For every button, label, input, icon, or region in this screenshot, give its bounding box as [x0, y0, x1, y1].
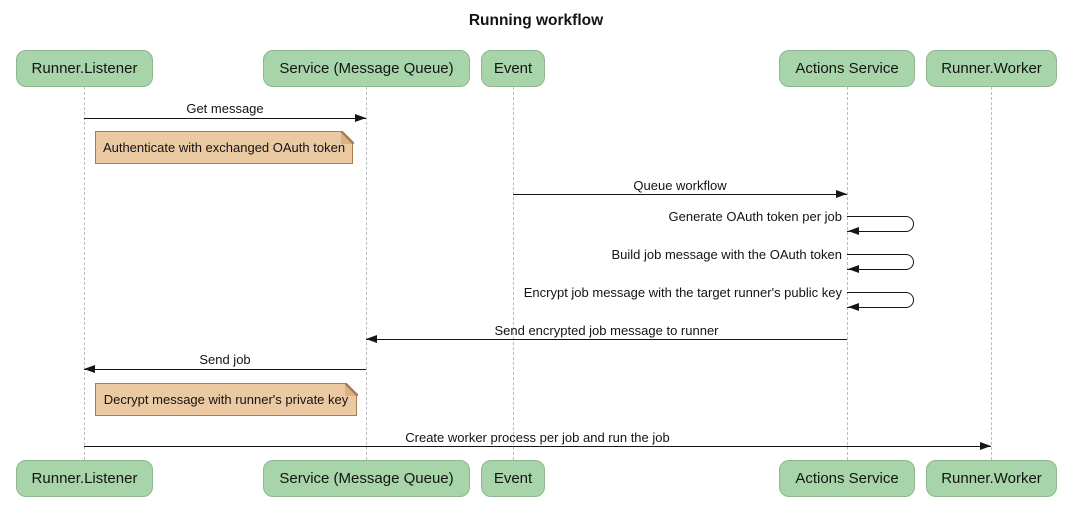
- participant-event-top: Event: [481, 50, 545, 87]
- arrowhead-left-icon: [848, 227, 859, 235]
- lifeline-service-message-queue: [366, 87, 367, 460]
- lifeline-runner-worker: [990, 87, 992, 460]
- arrowhead-left-icon: [848, 303, 859, 311]
- self-loop-icon: [847, 216, 914, 232]
- participant-runner-listener-top: Runner.Listener: [16, 50, 153, 87]
- participant-runner-worker-top: Runner.Worker: [926, 50, 1057, 87]
- message-label-create-worker: Create worker process per job and run th…: [405, 430, 670, 445]
- arrowhead-right-icon: [355, 114, 366, 122]
- participant-service-message-queue-bottom: Service (Message Queue): [263, 460, 470, 497]
- arrowhead-right-icon: [836, 190, 847, 198]
- note-fold-icon: [344, 382, 358, 396]
- message-label-get-message: Get message: [186, 101, 264, 116]
- message-line-create-worker: [84, 446, 991, 447]
- participant-actions-service-top: Actions Service: [779, 50, 915, 87]
- message-label-send-encrypted: Send encrypted job message to runner: [494, 323, 719, 338]
- participant-event-bottom: Event: [481, 460, 545, 497]
- message-label-generate-oauth-token: Generate OAuth token per job: [668, 209, 842, 224]
- arrowhead-left-icon: [366, 335, 377, 343]
- lifeline-event: [512, 87, 514, 460]
- participant-runner-worker-bottom: Runner.Worker: [926, 460, 1057, 497]
- message-line-queue-workflow: [513, 194, 847, 195]
- message-label-encrypt-job-message: Encrypt job message with the target runn…: [523, 285, 842, 300]
- note-label: Authenticate with exchanged OAuth token: [102, 140, 346, 155]
- arrowhead-left-icon: [848, 265, 859, 273]
- participant-runner-listener-bottom: Runner.Listener: [16, 460, 153, 497]
- diagram-title: Running workflow: [468, 12, 604, 29]
- message-line-send-encrypted: [366, 339, 847, 340]
- participant-actions-service-bottom: Actions Service: [779, 460, 915, 497]
- message-line-get-message: [84, 118, 366, 119]
- note-authenticate: Authenticate with exchanged OAuth token: [95, 130, 354, 164]
- arrowhead-right-icon: [980, 442, 991, 450]
- message-line-send-job: [84, 369, 366, 370]
- self-loop-icon: [847, 254, 914, 270]
- message-label-build-job-message: Build job message with the OAuth token: [611, 247, 842, 262]
- lifeline-runner-listener: [83, 87, 85, 460]
- message-label-send-job: Send job: [199, 352, 251, 367]
- note-decrypt: Decrypt message with runner's private ke…: [95, 382, 358, 416]
- message-label-queue-workflow: Queue workflow: [633, 178, 727, 193]
- lifeline-actions-service: [846, 87, 848, 460]
- self-loop-icon: [847, 292, 914, 308]
- note-label: Decrypt message with runner's private ke…: [103, 392, 349, 407]
- participant-service-message-queue-top: Service (Message Queue): [263, 50, 470, 87]
- arrowhead-left-icon: [84, 365, 95, 373]
- note-fold-icon: [340, 130, 354, 144]
